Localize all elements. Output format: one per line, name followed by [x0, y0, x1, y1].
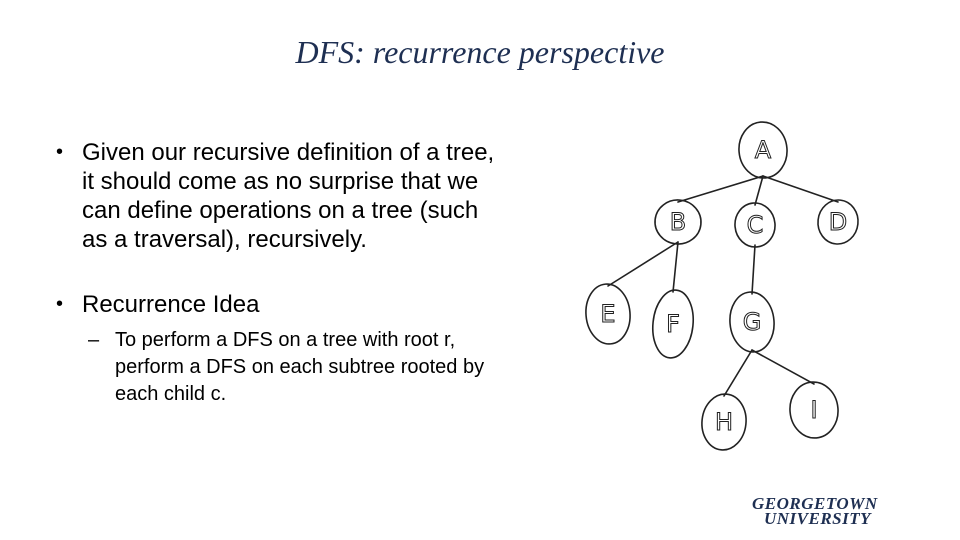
tree-node-label: D	[829, 208, 847, 236]
bullet-marker: •	[56, 141, 64, 163]
tree-node-circle	[738, 121, 788, 179]
georgetown-university-logo: GEORGETOWN UNIVERSITY	[752, 494, 942, 528]
tree-node-label: B	[670, 208, 686, 236]
tree-edge-g-h	[723, 349, 753, 397]
tree-edge-a-d	[762, 175, 839, 203]
bullet-text: Recurrence Idea	[82, 291, 260, 318]
tree-edge-g-i	[751, 349, 815, 385]
tree-node-circle	[789, 381, 839, 439]
tree-edge-b-e	[607, 241, 679, 287]
tree-edge-a-b	[677, 175, 764, 203]
tree-node-i: I	[789, 381, 839, 439]
tree-node-label: I	[810, 396, 817, 424]
bullet-list: • Given our recursive definition of a tr…	[56, 138, 496, 408]
tree-node-label: A	[755, 136, 772, 164]
bullet-recurrence-idea: • Recurrence Idea	[56, 290, 496, 319]
tree-node-circle	[701, 393, 747, 451]
tree-node-a: A	[738, 121, 788, 179]
tree-edge-b-f	[672, 241, 679, 293]
bullet-text: Given our recursive definition of a tree…	[82, 139, 495, 253]
tree-node-h: H	[701, 393, 747, 451]
logo-line-1: GEORGETOWN	[752, 494, 878, 513]
tree-node-e: E	[585, 283, 631, 345]
tree-node-b: B	[654, 199, 702, 245]
tree-node-label: E	[600, 300, 615, 328]
tree-edge-a-c	[754, 175, 764, 206]
tree-node-circle	[651, 289, 695, 359]
tree-node-label: C	[747, 211, 764, 239]
tree-node-circle	[817, 199, 859, 245]
sub-bullet-text: To perform a DFS on a tree with root r, …	[115, 329, 485, 405]
bullet-recursive-definition: • Given our recursive definition of a tr…	[56, 138, 496, 254]
tree-node-g: G	[729, 291, 775, 353]
tree-node-label: H	[715, 408, 733, 436]
tree-node-circle	[729, 291, 775, 353]
tree-node-f: F	[651, 289, 695, 359]
bullet-marker: •	[56, 293, 64, 315]
tree-diagram: A B C D E F G H I	[585, 121, 859, 451]
tree-node-c: C	[734, 202, 776, 248]
logo-line-2: UNIVERSITY	[764, 509, 872, 528]
tree-edge-c-g	[751, 244, 756, 295]
tree-node-circle	[585, 283, 631, 345]
slide-title: DFS: recurrence perspective	[295, 34, 665, 70]
tree-node-label: G	[743, 308, 762, 336]
tree-node-circle	[654, 199, 702, 245]
tree-node-label: F	[666, 310, 680, 338]
tree-node-circle	[734, 202, 776, 248]
tree-node-d: D	[817, 199, 859, 245]
sub-bullet-dfs-subtree: – To perform a DFS on a tree with root r…	[88, 327, 485, 408]
sub-bullet-marker: –	[88, 329, 100, 351]
